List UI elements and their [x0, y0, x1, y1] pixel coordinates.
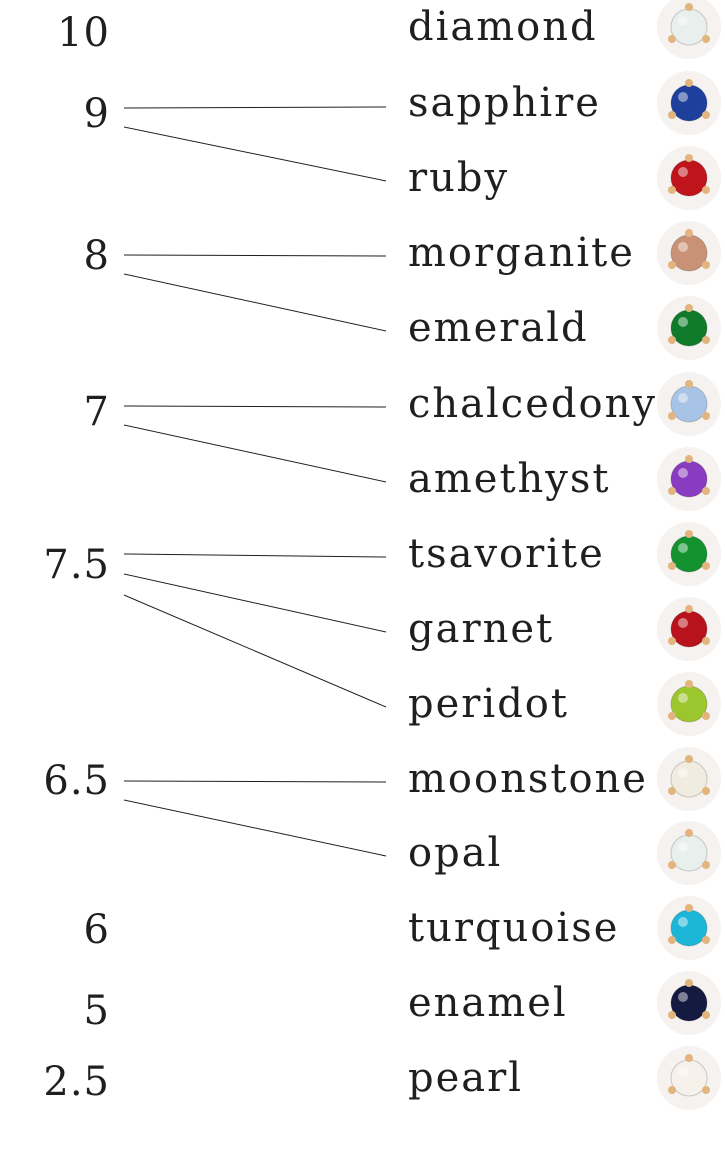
connector-line — [123, 424, 387, 483]
chalcedony-gem-icon — [657, 372, 721, 436]
gem-name-chalcedony: chalcedony — [408, 381, 657, 427]
hardness-label: 10 — [57, 10, 110, 56]
gem-name-moonstone: moonstone — [408, 756, 648, 802]
emerald-gem-icon — [657, 296, 721, 360]
morganite-gem-icon — [657, 221, 721, 285]
enamel-gem-icon — [657, 971, 721, 1035]
hardness-label: 6.5 — [43, 758, 110, 804]
gem-name-tsavorite: tsavorite — [408, 531, 605, 577]
hardness-label: 8 — [83, 233, 110, 279]
gem-name-pearl: pearl — [408, 1055, 524, 1101]
connector-line — [123, 553, 387, 558]
ruby-gem-icon — [657, 146, 721, 210]
connector-line — [123, 254, 387, 257]
hardness-label: 9 — [83, 91, 110, 137]
connector-line — [123, 405, 387, 408]
gem-name-garnet: garnet — [408, 606, 555, 652]
connector-line — [123, 594, 387, 708]
moonstone-gem-icon — [657, 747, 721, 811]
gem-name-emerald: emerald — [408, 305, 589, 351]
gem-name-enamel: enamel — [408, 980, 568, 1026]
connector-line — [123, 799, 387, 857]
gem-name-turquoise: turquoise — [408, 905, 620, 951]
gem-name-peridot: peridot — [408, 681, 569, 727]
hardness-label: 5 — [83, 988, 110, 1034]
gem-name-sapphire: sapphire — [408, 80, 601, 126]
gem-name-opal: opal — [408, 830, 503, 876]
hardness-label: 7.5 — [43, 542, 110, 588]
gem-name-diamond: diamond — [408, 4, 598, 50]
gem-name-ruby: ruby — [408, 155, 510, 201]
garnet-gem-icon — [657, 597, 721, 661]
peridot-gem-icon — [657, 672, 721, 736]
turquoise-gem-icon — [657, 896, 721, 960]
gem-name-morganite: morganite — [408, 230, 635, 276]
opal-gem-icon — [657, 821, 721, 885]
hardness-label: 7 — [83, 389, 110, 435]
hardness-label: 6 — [83, 907, 110, 953]
amethyst-gem-icon — [657, 447, 721, 511]
connector-line — [123, 780, 387, 783]
sapphire-gem-icon — [657, 71, 721, 135]
pearl-gem-icon — [657, 1046, 721, 1110]
connector-line — [123, 106, 387, 109]
connector-line — [123, 126, 387, 182]
diamond-gem-icon — [657, 0, 721, 59]
tsavorite-gem-icon — [657, 522, 721, 586]
connector-line — [123, 273, 387, 332]
hardness-label: 2.5 — [43, 1059, 110, 1105]
gem-name-amethyst: amethyst — [408, 456, 611, 502]
connector-line — [123, 573, 387, 633]
